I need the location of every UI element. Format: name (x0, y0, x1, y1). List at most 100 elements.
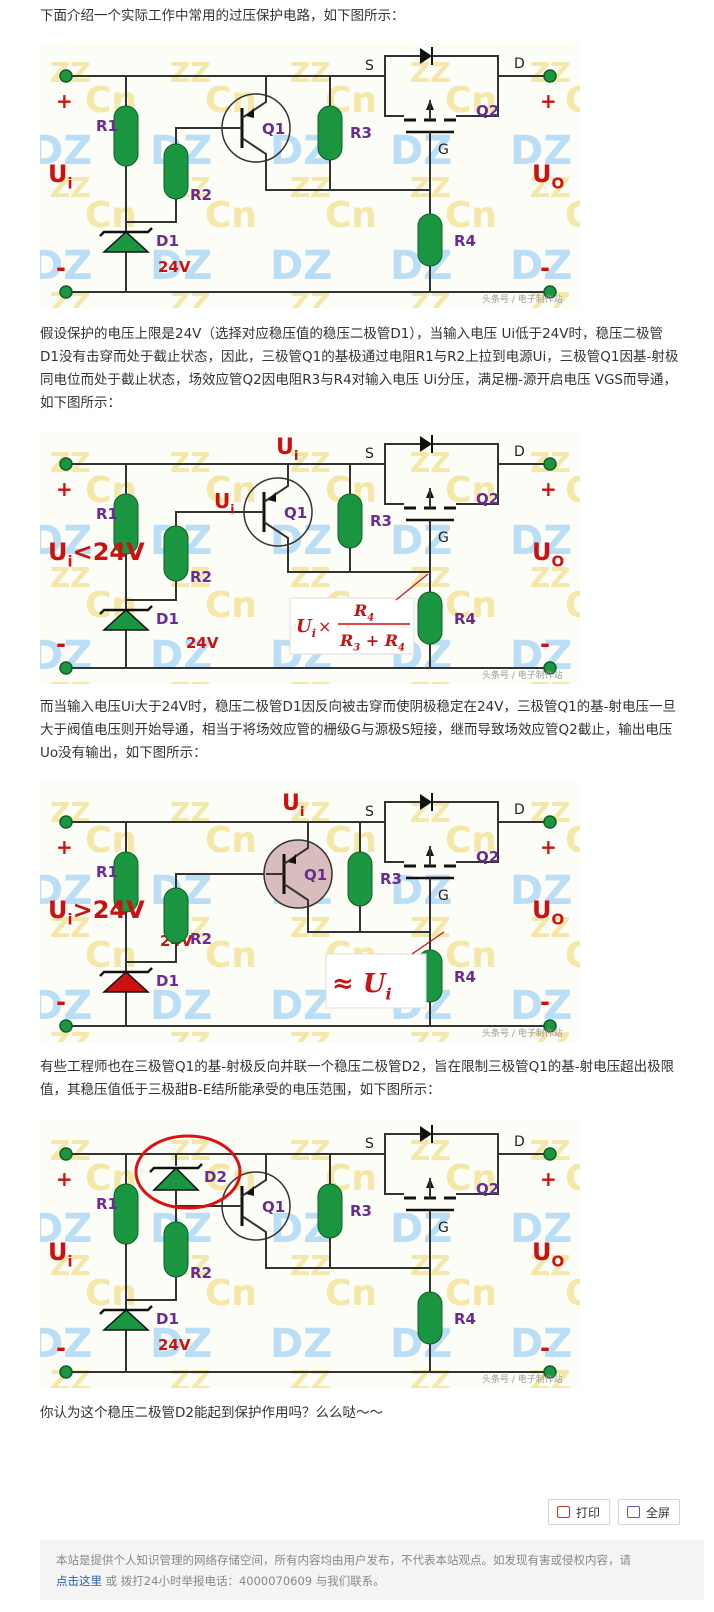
watermark-dz: DZ (40, 243, 92, 289)
watermark-cn: Cn (565, 80, 580, 121)
label-minus-in: - (56, 988, 66, 1016)
watermark-pattern: ZZCnDZZZCnDZZZCnDZZZCnDZZZCnDZZZCnDZZZCn… (40, 796, 580, 1042)
watermark-zz: ZZ (170, 446, 211, 479)
resistor-r3 (317, 1183, 343, 1239)
mosfet-drain-lead (456, 1154, 499, 1195)
watermark-zz: ZZ (410, 676, 451, 684)
watermark-cn: Cn (445, 820, 497, 861)
label-uo: UO (532, 538, 564, 571)
r2-bottom-wire (126, 943, 177, 963)
watermark-pattern: ZZCnDZZZCnDZZZCnDZZZCnDZZZCnDZZZCnDZZZCn… (40, 1134, 580, 1388)
label-q2: Q2 (476, 490, 499, 508)
watermark-zz: ZZ (410, 56, 451, 89)
label-d1: D1 (156, 972, 179, 990)
watermark-cn: Cn (205, 585, 257, 626)
watermark-cn: Cn (325, 195, 377, 236)
watermark-dz: DZ (40, 1206, 92, 1252)
mosfet-source-lead (384, 464, 404, 505)
credit-text: 头条号 / 电子制作站 (482, 1373, 563, 1385)
credit-text: 头条号 / 电子制作站 (482, 293, 563, 305)
label-g: G (438, 1220, 449, 1236)
print-button[interactable]: 打印 (548, 1499, 610, 1525)
watermark-zz: ZZ (170, 56, 211, 89)
label-uo: UO (532, 160, 564, 193)
watermark-cn: Cn (565, 935, 580, 976)
watermark-zz: ZZ (290, 676, 331, 684)
label-minus-out: - (540, 1334, 550, 1362)
resistor-r1 (113, 105, 139, 167)
watermark-zz: ZZ (290, 56, 331, 89)
label-g: G (438, 888, 449, 904)
watermark-dz: DZ (390, 868, 452, 914)
q1-base-wire (175, 127, 224, 144)
watermark-cn: Cn (205, 195, 257, 236)
label-r1: R1 (96, 863, 118, 881)
watermark-dz: DZ (150, 1321, 212, 1367)
watermark-zz: ZZ (410, 446, 451, 479)
watermark-dz: DZ (270, 1321, 332, 1367)
formula-box (289, 597, 415, 655)
mosfet-source-lead (384, 76, 404, 117)
formula-ui: Ui (296, 616, 316, 640)
resistor-r3 (317, 105, 343, 161)
output-minus-terminal (543, 1019, 557, 1033)
watermark-dz: DZ (510, 983, 572, 1029)
watermark-zz: ZZ (170, 1026, 211, 1042)
watermark-cn: Cn (325, 1273, 377, 1314)
label-24v: 24V (158, 258, 191, 276)
mosfet-source-lead (384, 1154, 404, 1195)
label-plus-in: + (56, 835, 73, 859)
watermark-zz: ZZ (290, 1134, 331, 1167)
watermark-dz: DZ (270, 243, 332, 289)
print-button-label: 打印 (576, 1505, 601, 1520)
watermark-zz: ZZ (50, 1026, 91, 1042)
circuit-diagram-normal: ZZCnDZZZCnDZZZCnDZZZCnDZZZCnDZZZCnDZZZCn… (40, 47, 580, 308)
resistor-r2 (163, 1221, 189, 1278)
zener-d1 (102, 970, 150, 993)
q1-collector-lead (283, 883, 430, 933)
watermark-cn: Cn (445, 585, 497, 626)
fullscreen-icon (627, 1506, 640, 1518)
resistor-r4 (417, 213, 443, 267)
label-d: D (514, 56, 525, 72)
label-g: G (438, 142, 449, 158)
watermark-zz: ZZ (290, 1026, 331, 1042)
q1-emitter-arrow (246, 1186, 254, 1196)
label-r2: R2 (190, 568, 212, 586)
watermark-zz: ZZ (170, 1364, 211, 1388)
label-d: D (514, 1134, 525, 1150)
paragraph-2: 假设保护的电压上限是24V（选择对应稳压值的稳压二极管D1），当输入电压 Ui低… (40, 326, 679, 411)
watermark-cn: Cn (565, 1273, 580, 1314)
zener-d1-bar (99, 605, 153, 615)
label-d1: D1 (156, 1310, 179, 1328)
label-r2: R2 (190, 186, 212, 204)
label-minus-in: - (56, 1334, 66, 1362)
watermark-zz: ZZ (290, 286, 331, 308)
q1-emitter-arrow (268, 492, 276, 502)
fullscreen-button[interactable]: 全屏 (618, 1499, 680, 1525)
mosfet-body-diode-wire (384, 1133, 499, 1154)
watermark-dz: DZ (510, 1321, 572, 1367)
watermark-zz: ZZ (290, 561, 331, 594)
highlight-circle-d2 (134, 1134, 242, 1210)
zener-d1-bar (99, 1305, 153, 1315)
circuit-figure-4: ZZCnDZZZCnDZZZCnDZZZCnDZZZCnDZZZCnDZZZCn… (40, 1120, 580, 1388)
label-uo: UO (532, 896, 564, 929)
mosfet-body-diode-wire (384, 55, 499, 76)
zener-d1 (102, 608, 150, 631)
watermark-dz: DZ (150, 633, 212, 679)
watermark-cn: Cn (205, 935, 257, 976)
watermark-zz: ZZ (410, 1026, 451, 1042)
watermark-cn: Cn (445, 1273, 497, 1314)
q1-emitter-arrow (246, 108, 254, 118)
input-plus-terminal (59, 1147, 73, 1161)
watermark-zz: ZZ (50, 1249, 91, 1282)
label-ui-top: Ui (276, 435, 299, 464)
label-plus-out: + (540, 835, 557, 859)
label-minus-in: - (56, 254, 66, 282)
watermark-cn: Cn (565, 195, 580, 236)
zener-d2 (152, 1166, 200, 1191)
report-link[interactable]: 点击这里 (56, 1574, 102, 1588)
label-d: D (514, 444, 525, 460)
output-minus-terminal (543, 285, 557, 299)
